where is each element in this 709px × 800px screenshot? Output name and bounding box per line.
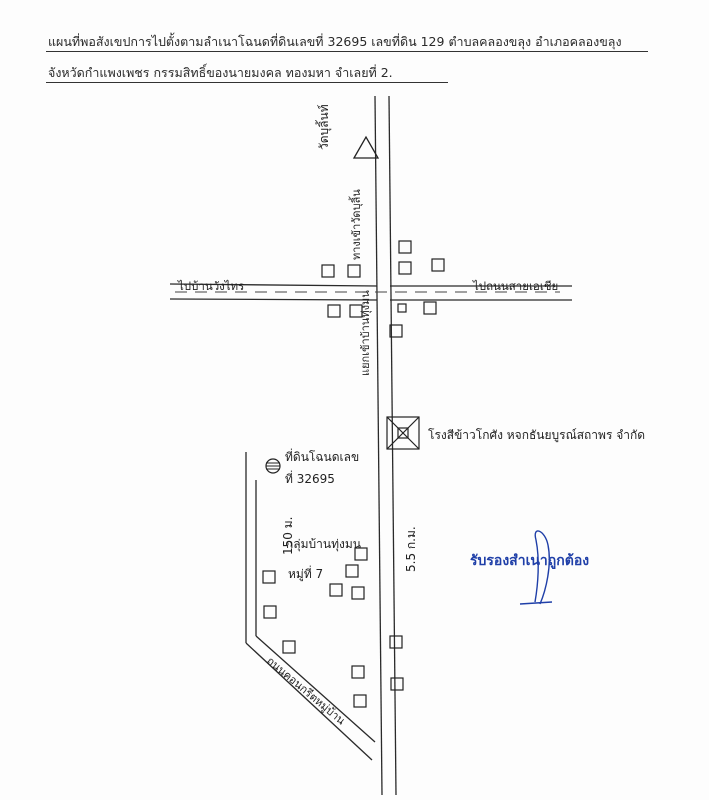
land-parcel-icon xyxy=(265,458,281,474)
village-road-diagonal-outer xyxy=(245,642,373,761)
house-marker xyxy=(321,264,335,278)
rice-mill-label: โรงสีข้าวโกศัง หจกธันยบูรณ์สถาพร จำกัด xyxy=(428,428,645,443)
house-marker xyxy=(282,640,296,654)
rice-mill-icon xyxy=(386,416,420,450)
house-marker xyxy=(327,304,341,318)
house-marker xyxy=(353,694,367,708)
house-marker xyxy=(347,264,361,278)
house-marker xyxy=(354,547,368,561)
temple-triangle-icon xyxy=(352,135,380,159)
road-bottom-label: ถนนคอนกรีตหมู่บ้าน xyxy=(264,654,348,727)
distance-5-5km-label: 5.5 ก.ม. xyxy=(404,526,418,572)
road-west-label: ไปบ้านวังไทร xyxy=(177,279,244,293)
house-marker xyxy=(397,303,407,313)
house-marker xyxy=(390,677,404,691)
village-label-line1: กลุ่มบ้านทุ่งมน xyxy=(286,537,361,552)
header-underline-2 xyxy=(46,82,448,83)
header-line-1: แผนที่พอสังเขปการไปตั้งตามลำเนาโฉนดที่ดิ… xyxy=(48,34,622,49)
header-line-2: จังหวัดกำแพงเพชร กรรมสิทธิ์ของนายมงคล ทอ… xyxy=(48,65,393,80)
village-label-line2: หมู่ที่ 7 xyxy=(288,565,323,582)
house-marker xyxy=(329,583,343,597)
cross-road-top-west xyxy=(169,283,378,287)
house-marker xyxy=(398,261,412,275)
house-marker xyxy=(389,635,403,649)
house-marker xyxy=(262,570,276,584)
house-marker xyxy=(345,564,359,578)
house-marker xyxy=(423,301,437,315)
main-road-left-edge xyxy=(374,95,383,796)
house-marker xyxy=(263,605,277,619)
signature-mark xyxy=(519,530,553,605)
certified-copy-stamp: รับรองสำเนาถูกต้อง xyxy=(470,553,590,569)
road-main-label: แยกเข้าบ้านทุ่งมน xyxy=(359,290,372,376)
house-marker xyxy=(349,304,363,318)
village-road-diagonal-inner xyxy=(255,635,376,743)
header-underline-1 xyxy=(46,51,648,52)
house-marker xyxy=(351,586,365,600)
road-east-label: ไปถนนสายเอเชีย xyxy=(472,279,558,293)
distance-150m-label: 150 ม. xyxy=(281,517,295,555)
land-label-line2: ที่ 32695 xyxy=(285,470,335,486)
house-marker xyxy=(431,258,445,272)
house-marker xyxy=(389,324,403,338)
temple-label: วัดบุลิ้นท์ xyxy=(315,104,332,150)
land-label-line1: ที่ดินโฉนดเลข xyxy=(285,448,359,464)
house-marker xyxy=(351,665,365,679)
cross-road-bottom-west xyxy=(169,298,378,301)
road-north-label: ทางเข้าวัดบุลิ้น xyxy=(348,189,363,260)
house-marker xyxy=(398,240,412,254)
